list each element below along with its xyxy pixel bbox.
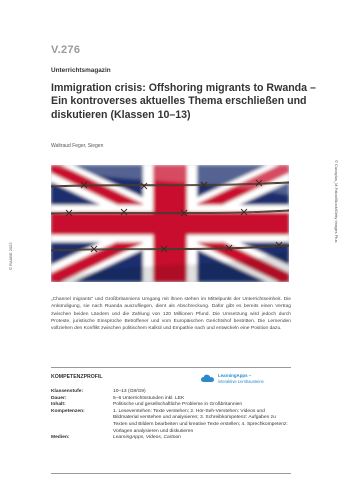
learningapps-logo-icon bbox=[201, 374, 214, 382]
profile-key: Klassenstufe: bbox=[51, 389, 84, 394]
profile-row: Medien: LearningApps, Videos, Cartoon bbox=[51, 435, 291, 442]
profile-row: Kompetenzen: 1. Leseverstehen: Texte ver… bbox=[51, 409, 291, 435]
intro-paragraph: „Channel migrants“ und Großbritanniens U… bbox=[51, 297, 291, 332]
profile-heading: KOMPETENZPROFIL bbox=[51, 374, 103, 380]
profile-bottom-rule bbox=[51, 473, 291, 474]
profile-top-rule bbox=[51, 367, 291, 368]
photo-credit: © Cunaplus_M.Faba/iStock/Getty Images Pl… bbox=[334, 160, 339, 243]
profile-row: Dauer: 5–6 Unterrichtsstunden inkl. LEK bbox=[51, 396, 291, 403]
profile-row: Inhalt: Politische und gesellschaftliche… bbox=[51, 402, 291, 409]
barbed-wire-barbs bbox=[65, 179, 283, 253]
profile-row: Klassenstufe: 10–13 (G8/G9) bbox=[51, 389, 291, 396]
profile-key: Kompetenzen: bbox=[51, 408, 85, 414]
profile-table: Klassenstufe: 10–13 (G8/G9) Dauer: 5–6 U… bbox=[51, 389, 291, 442]
magazine-kicker: Unterrichtsmagazin bbox=[51, 67, 111, 74]
learningapps-badge: LearningApps – interaktive Lernbausteine bbox=[201, 373, 291, 386]
profile-value: LearningApps, Videos, Cartoon bbox=[113, 435, 291, 442]
badge-line-2: interaktive Lernbausteine bbox=[218, 379, 264, 384]
union-jack-barbed-wire-image bbox=[51, 165, 289, 282]
profile-value: 1. Leseverstehen: Texte verstehen; 2. Hö… bbox=[113, 408, 288, 434]
cover-photo-flag-barbed-wire bbox=[51, 165, 289, 282]
profile-value: 10–13 (G8/G9) bbox=[113, 389, 146, 394]
media-list: LearningApps, Videos, Cartoon bbox=[113, 435, 181, 441]
document-code: V.276 bbox=[51, 44, 81, 56]
profile-key: Dauer: bbox=[51, 395, 67, 401]
profile-key: Medien: bbox=[51, 435, 70, 441]
badge-line-1: LearningApps – bbox=[218, 373, 252, 378]
profile-value: Politische und gesellschaftliche Problem… bbox=[113, 402, 243, 408]
left-margin: © RAABE 2022 bbox=[0, 0, 20, 483]
copyright-notice: © RAABE 2022 bbox=[8, 242, 13, 270]
profile-key: Inhalt: bbox=[51, 402, 66, 408]
profile-value: 5–6 Unterrichtsstunden inkl. LEK bbox=[113, 395, 185, 401]
competence-profile: KOMPETENZPROFIL LearningApps – interakti… bbox=[51, 367, 291, 440]
page-title: Immigration crisis: Offshoring migrants … bbox=[51, 82, 316, 121]
author-line: Waltraud Feger, Siegen bbox=[51, 143, 104, 149]
